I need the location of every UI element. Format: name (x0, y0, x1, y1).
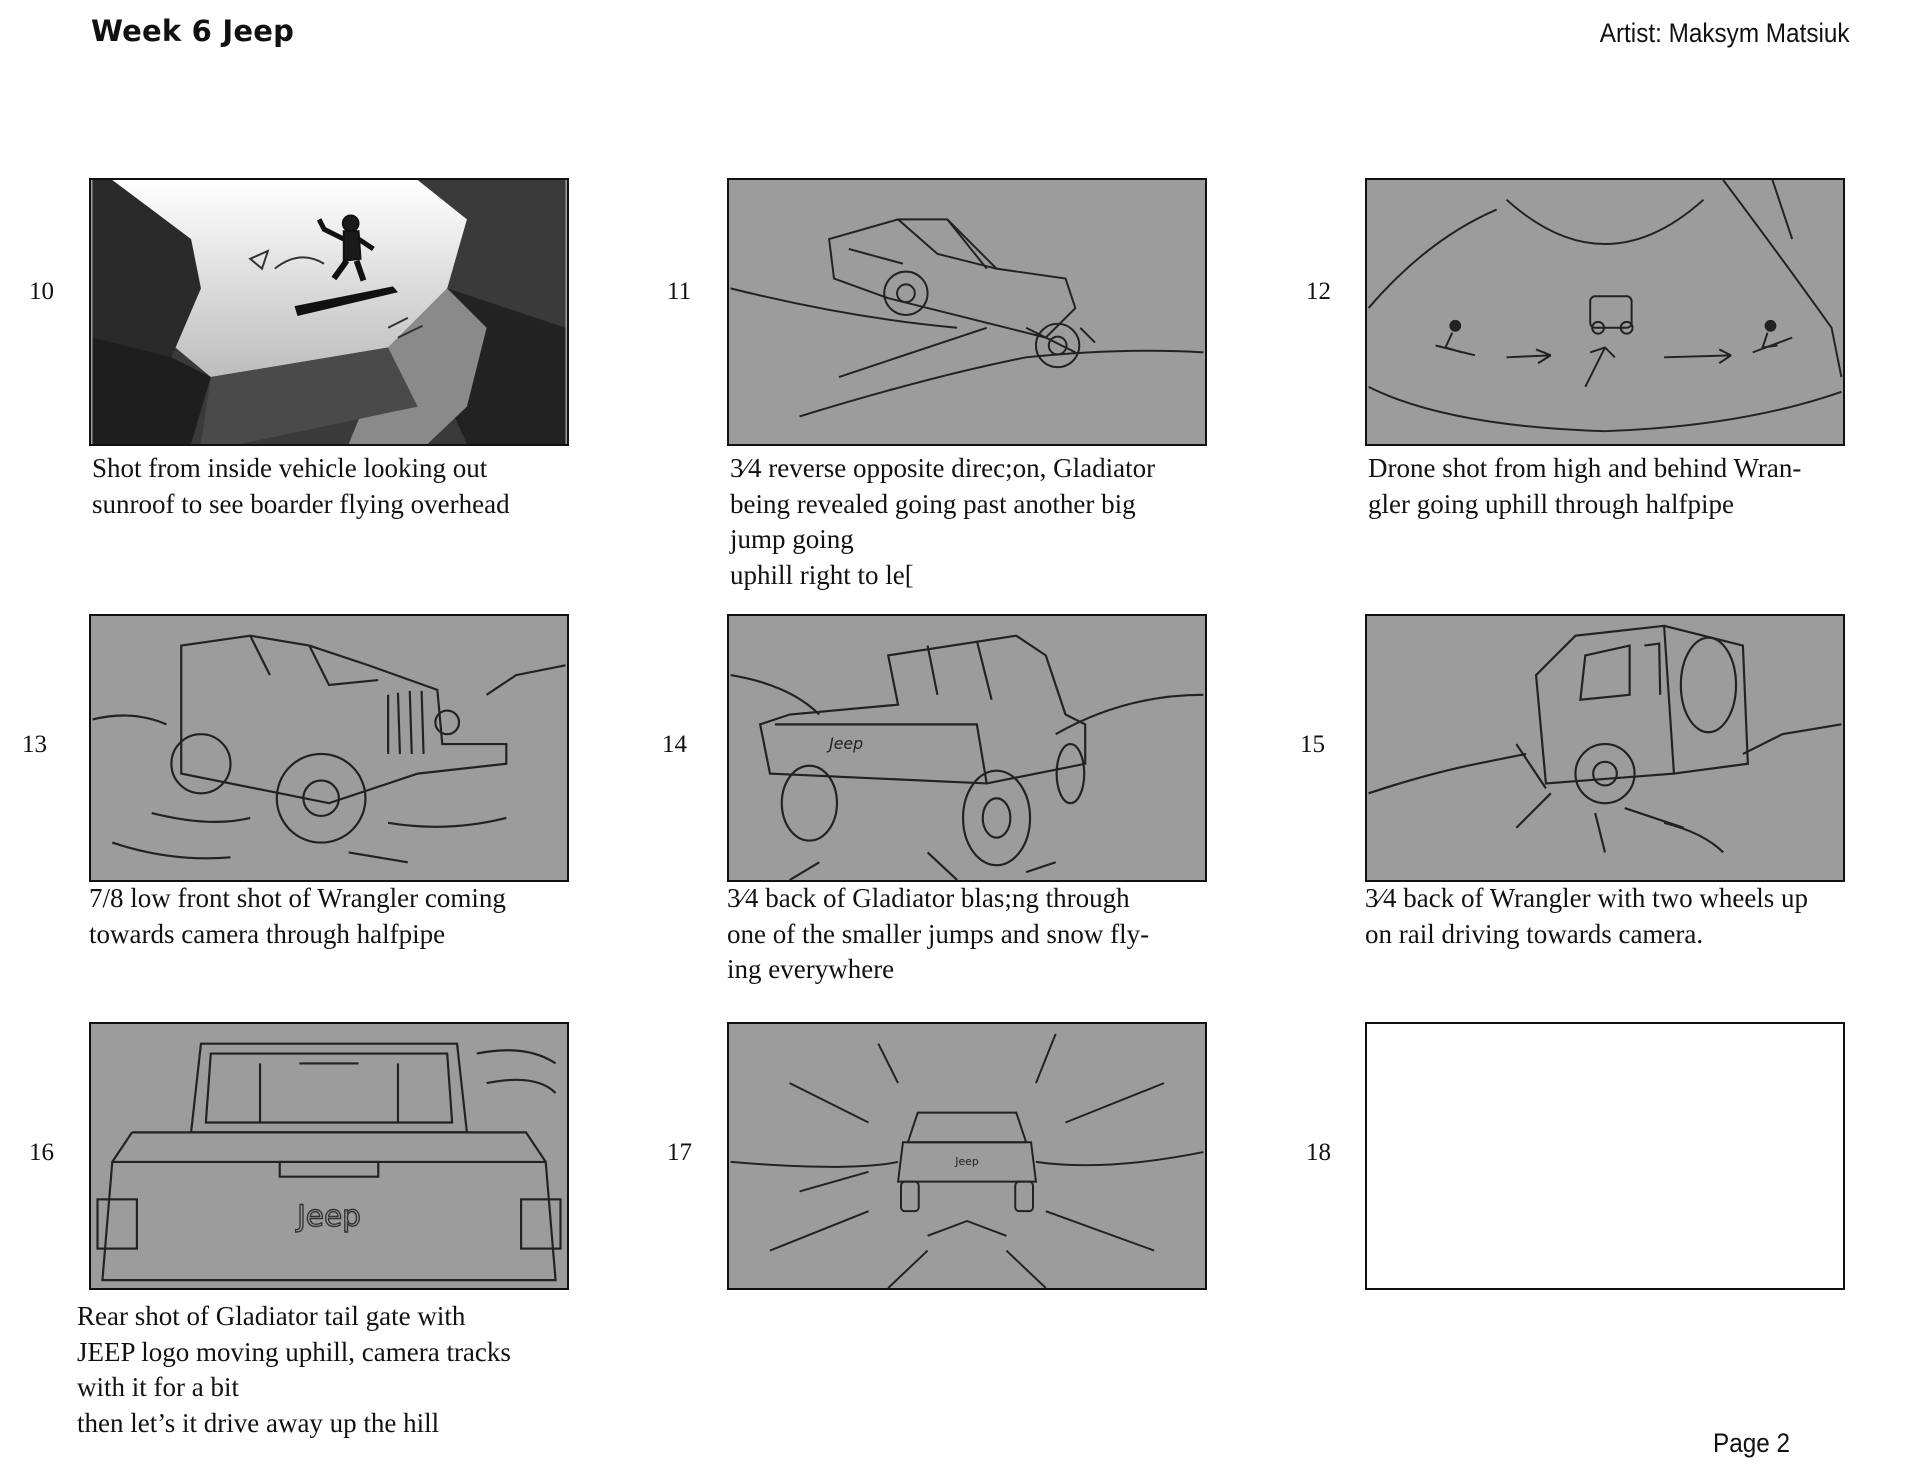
panel-number: 17 (667, 1139, 692, 1166)
wrangler-rail-drawing (1368, 624, 1842, 854)
panel-number: 16 (29, 1139, 54, 1166)
panel-caption: Rear shot of Gladiator tail gate with JE… (77, 1301, 511, 1438)
storyboard-frame-15 (1365, 614, 1845, 882)
gladiator-back-drawing: Jeep (730, 634, 1204, 880)
artist-credit: Artist: Maksym Matsiuk (1600, 18, 1850, 48)
panel-number: 12 (1306, 278, 1331, 305)
document-title: Week 6 Jeep (91, 14, 295, 48)
jeep-logo-text: Jeep (295, 1199, 361, 1233)
halfpipe-drone-drawing (1367, 180, 1843, 433)
panel-number: 10 (29, 278, 54, 305)
panel-number: 18 (1306, 1139, 1331, 1166)
panel-number: 13 (22, 731, 47, 758)
panel-caption: 3⁄4 back of Gladiator blas;ng through on… (727, 883, 1150, 984)
storyboard-frame-18 (1365, 1022, 1845, 1290)
page-number: Page 2 (1713, 1428, 1791, 1458)
storyboard-frame-14: Jeep (727, 614, 1207, 882)
panel-number: 11 (667, 278, 692, 305)
storyboard-frame-17: Jeep (727, 1022, 1207, 1290)
gladiator-jump-drawing (730, 218, 1204, 418)
storyboard-frame-11 (727, 178, 1207, 446)
sunroof-boarder-drawing (92, 180, 566, 444)
jeep-logo-text: Jeep (954, 1155, 979, 1168)
panel-caption: 3⁄4 reverse opposite direc;on, Gladiator… (730, 453, 1156, 590)
storyboard-frame-12 (1365, 178, 1845, 446)
panel-caption: 7/8 low front shot of Wrangler coming to… (89, 883, 506, 949)
panel-number: 14 (662, 731, 687, 758)
jeep-logo-text: Jeep (826, 734, 863, 753)
tailgate-logo-drawing: Jeep (96, 1042, 562, 1282)
panel-number: 15 (1300, 731, 1325, 758)
panel-caption: 3⁄4 back of Wrangler with two wheels up … (1365, 883, 1809, 949)
storyboard-frame-10 (89, 178, 569, 446)
storyboard-frame-16: Jeep (89, 1022, 569, 1290)
gladiator-driving-away-drawing: Jeep (730, 1033, 1204, 1288)
panel-caption: Drone shot from high and behind Wran- gl… (1368, 453, 1802, 519)
storyboard-frame-13 (89, 614, 569, 882)
wrangler-front-drawing (92, 634, 566, 864)
panel-caption: Shot from inside vehicle looking out sun… (92, 453, 510, 519)
